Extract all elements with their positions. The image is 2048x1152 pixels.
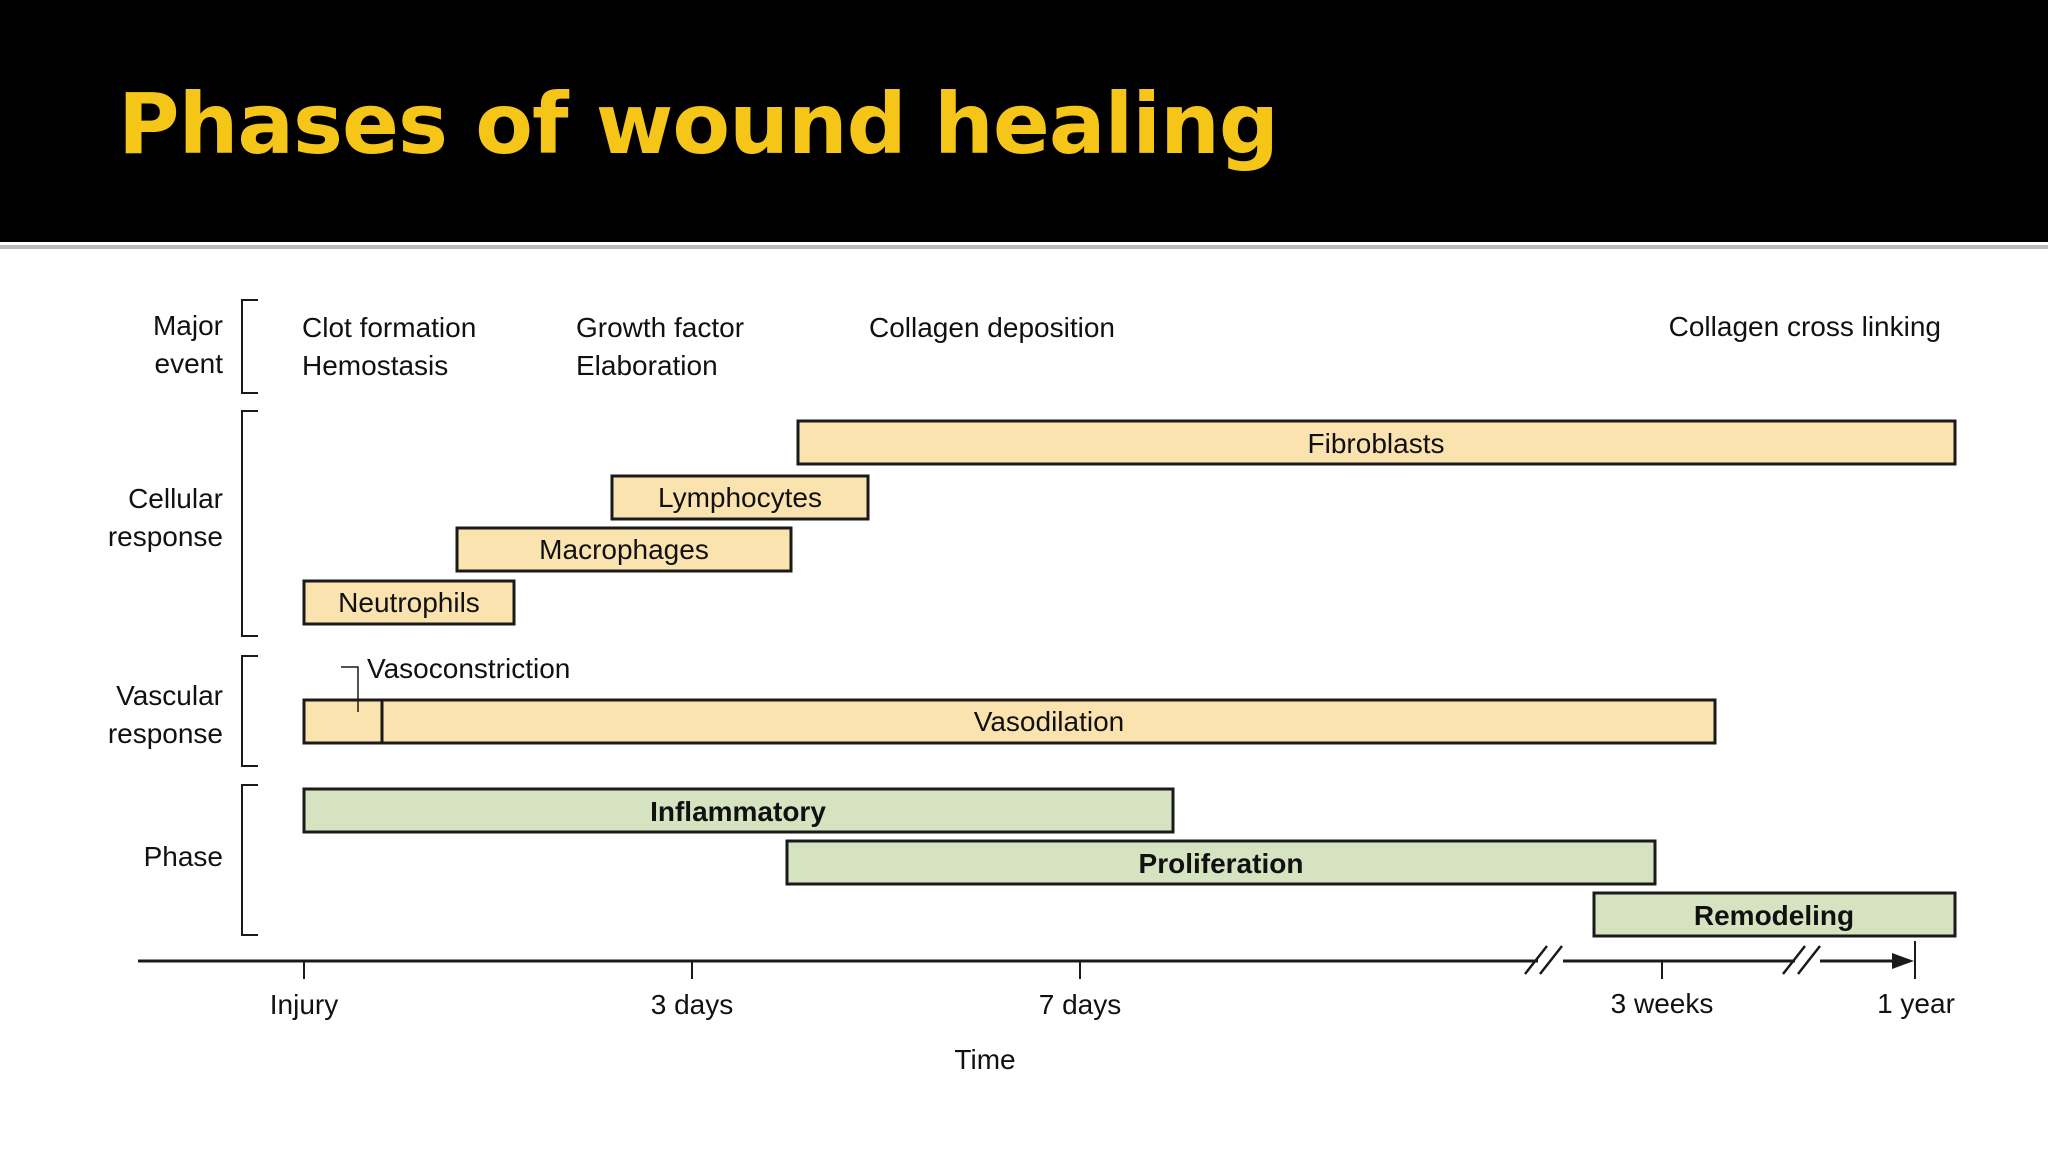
tick-label-3-weeks: 3 weeks: [1611, 988, 1714, 1019]
bar-fibroblasts: [796, 419, 1957, 466]
tick-label-1-year: 1 year: [1877, 988, 1955, 1019]
row-label-cellular-line2: response: [108, 521, 223, 552]
label-proliferation: Proliferation: [1139, 848, 1304, 879]
vasoconstriction-leader-line: [341, 666, 359, 712]
time-axis-arrowhead: [1892, 953, 1914, 969]
axis-label-time: Time: [954, 1044, 1015, 1075]
phase-bracket: [241, 784, 258, 936]
row-label-major-event-line2: event: [155, 348, 224, 379]
bar-neutrophils: [302, 579, 516, 626]
label-fibroblasts: Fibroblasts: [1308, 428, 1445, 459]
event-elaboration: Elaboration: [576, 350, 718, 381]
event-growth-factor: Growth factor: [576, 312, 744, 343]
bar-remodeling: [1592, 891, 1957, 938]
row-label-major-event-line1: Major: [153, 310, 223, 341]
label-macrophages: Macrophages: [539, 534, 709, 565]
axis-break-marks: [1524, 945, 1821, 975]
event-hemostasis: Hemostasis: [302, 350, 448, 381]
row-label-vascular-line1: Vascular: [116, 680, 223, 711]
bar-proliferation: [785, 839, 1657, 886]
cellular-response-bracket: [241, 410, 258, 637]
label-inflammatory: Inflammatory: [650, 796, 826, 827]
tick-label-7-days: 7 days: [1039, 989, 1122, 1020]
tick-label-3-days: 3 days: [651, 989, 734, 1020]
label-neutrophils: Neutrophils: [338, 587, 480, 618]
label-lymphocytes: Lymphocytes: [658, 482, 822, 513]
row-label-cellular-line1: Cellular: [128, 483, 223, 514]
slide-header: [0, 0, 2048, 242]
tick-label-injury: Injury: [270, 989, 338, 1020]
row-label-vascular-line2: response: [108, 718, 223, 749]
event-collagen-cross-linking: Collagen cross linking: [1669, 311, 1941, 342]
bar-macrophages: [455, 526, 793, 573]
bar-vascular: [302, 698, 1717, 745]
slide-title: Phases of wound healing: [118, 75, 1279, 173]
header-divider: [0, 245, 2048, 249]
bar-lymphocytes: [610, 474, 870, 521]
major-event-bracket: [241, 299, 258, 394]
vascular-response-bracket: [241, 655, 258, 767]
label-vasodilation: Vasodilation: [974, 706, 1124, 737]
label-remodeling: Remodeling: [1694, 900, 1854, 931]
event-collagen-deposition: Collagen deposition: [869, 312, 1115, 343]
label-vasoconstriction: Vasoconstriction: [367, 653, 570, 684]
bar-inflammatory: [302, 787, 1175, 834]
event-clot-formation: Clot formation: [302, 312, 476, 343]
row-label-phase: Phase: [144, 841, 223, 872]
